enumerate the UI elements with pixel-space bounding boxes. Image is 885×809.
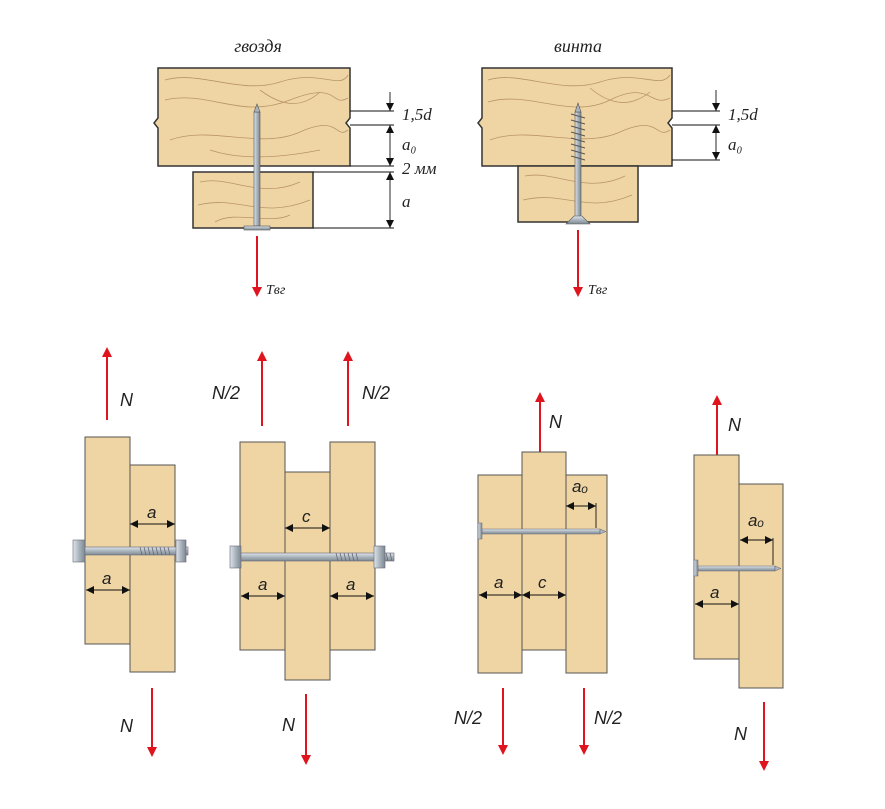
force-label: N <box>282 715 296 735</box>
dim-label: a <box>494 573 503 592</box>
bolt-thread <box>139 546 171 556</box>
nail-double-diagram: N aₒ a N <box>693 395 784 771</box>
dim-label: aₒ <box>748 511 764 530</box>
screw-joint-diagram: винта Tвг 1, <box>477 36 758 298</box>
wood-grain <box>197 180 311 223</box>
force-label: N <box>120 716 134 736</box>
board <box>329 441 376 651</box>
dim-label: a <box>402 192 411 211</box>
bolt-double-shear-diagram: N/2 N/2 c a a N <box>212 351 395 765</box>
board <box>84 436 131 645</box>
board <box>693 454 740 660</box>
dim-label: a <box>258 575 267 594</box>
nail-title: гвоздя <box>234 36 282 56</box>
nail-shank <box>697 565 776 572</box>
dim-label: 2 мм <box>402 159 437 178</box>
dim-label: 1,5d <box>402 105 432 124</box>
force-label: N <box>734 724 748 744</box>
dimension-lines <box>86 520 175 594</box>
dim-label: a <box>102 569 111 588</box>
force-label: N <box>728 415 742 435</box>
upper-board <box>153 67 351 167</box>
nail-head <box>243 225 271 231</box>
screw-thread <box>570 113 586 161</box>
board <box>565 474 608 674</box>
screw-title: винта <box>554 36 602 56</box>
bolt-thread <box>335 552 393 562</box>
bolt-single-shear-diagram: N a a N <box>72 347 189 757</box>
bolt-nut <box>373 545 386 569</box>
nail-force-label: Tвг <box>266 283 286 298</box>
force-label: N <box>120 390 134 410</box>
nail-triple-diagram: N aₒ a c N/2 N/2 <box>454 392 622 755</box>
force-label: N <box>549 412 563 432</box>
dimension-lines <box>313 92 394 229</box>
dim-label: 1,5d <box>728 105 758 124</box>
dim-label: a₀ <box>402 135 417 154</box>
dim-label: a₀ <box>728 135 743 154</box>
wood-grain <box>164 74 349 158</box>
force-label: N/2 <box>362 383 390 403</box>
dim-label: c <box>538 573 547 592</box>
board <box>129 464 176 673</box>
bolt-shank <box>79 546 189 556</box>
wood-grain <box>487 74 671 141</box>
dim-label: c <box>302 507 311 526</box>
bolt-head <box>72 539 86 563</box>
board <box>521 451 567 651</box>
nail-head <box>693 559 699 577</box>
force-label: N/2 <box>212 383 240 403</box>
dimension-lines <box>479 502 597 599</box>
dim-label: aₒ <box>572 477 588 496</box>
nail-shank <box>253 111 261 227</box>
force-label: N/2 <box>454 708 482 728</box>
dimension-lines <box>241 524 374 600</box>
bolt-head <box>229 545 242 569</box>
board <box>284 471 331 681</box>
screw-force-label: Tвг <box>588 283 608 298</box>
dim-label: a <box>346 575 355 594</box>
nail-joint-diagram: гвоздя Tвг <box>153 36 437 298</box>
board <box>239 441 286 651</box>
nail-shank <box>481 528 601 535</box>
dimension-lines <box>672 90 720 161</box>
screw-head <box>565 215 591 225</box>
bolt-nut <box>175 539 187 563</box>
board <box>738 483 784 689</box>
force-label: N/2 <box>594 708 622 728</box>
dim-label: a <box>710 583 719 602</box>
lower-board <box>192 171 314 229</box>
board <box>477 474 523 674</box>
bolt-shank <box>235 552 395 562</box>
nail-head <box>477 522 483 540</box>
dimension-lines <box>695 536 774 608</box>
dim-label: a <box>147 503 156 522</box>
